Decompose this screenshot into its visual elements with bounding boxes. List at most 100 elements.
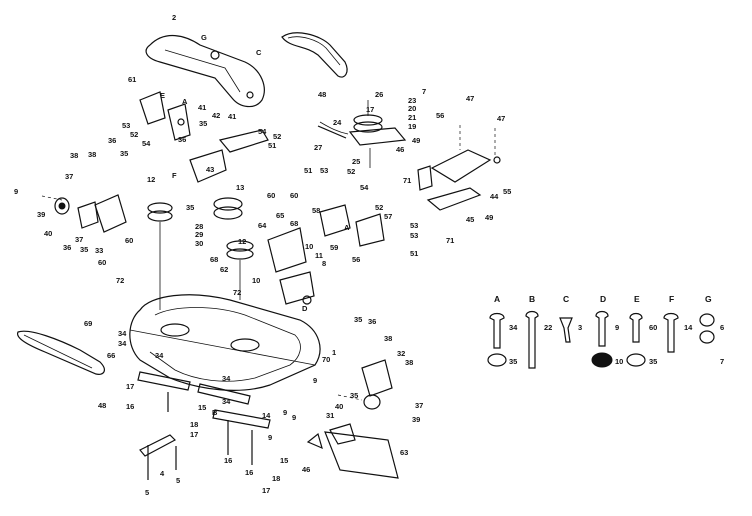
callout-label: 68 xyxy=(210,255,218,264)
callout-label: 19 xyxy=(408,122,416,131)
callout-label: 60 xyxy=(98,258,106,267)
callout-label: 24 xyxy=(333,118,342,127)
callout-label: 9 xyxy=(14,187,18,196)
hardware-key-drawings xyxy=(487,310,715,369)
callout-label: 11 xyxy=(315,251,323,260)
callout-label: 29 xyxy=(195,230,203,239)
callout-label: 34 xyxy=(118,329,127,338)
callout-label: 54 xyxy=(258,127,267,136)
callout-label: 34 xyxy=(222,397,231,406)
key-part-number: 9 xyxy=(615,323,619,332)
callout-label: 17 xyxy=(190,430,198,439)
callout-label: A xyxy=(182,97,188,106)
callout-label: 37 xyxy=(65,172,73,181)
callout-label: 35 xyxy=(350,391,358,400)
left-end-bracket xyxy=(41,194,127,233)
callout-label: 54 xyxy=(142,139,151,148)
callout-label: 21 xyxy=(408,113,416,122)
callout-label: 14 xyxy=(262,411,271,420)
key-letter: F xyxy=(669,294,674,304)
callout-label: 70 xyxy=(322,355,330,364)
callout-label: 34 xyxy=(155,351,164,360)
callout-label: 35 xyxy=(186,203,194,212)
callout-label: 34 xyxy=(222,374,231,383)
callout-label: 23 xyxy=(408,96,416,105)
callout-label: 53 xyxy=(122,121,130,130)
callout-label: 37 xyxy=(415,401,423,410)
callout-label: 36 xyxy=(368,317,376,326)
callout-label: 25 xyxy=(352,157,360,166)
callout-label: 57 xyxy=(384,212,392,221)
belt-top xyxy=(281,32,348,78)
callout-label: 47 xyxy=(497,114,505,123)
callout-label: 12 xyxy=(147,175,155,184)
callout-label: 49 xyxy=(412,136,420,145)
key-part-number: 3 xyxy=(578,323,582,332)
callout-label: 10 xyxy=(252,276,260,285)
callout-label: 61 xyxy=(128,75,136,84)
callout-label: 16 xyxy=(126,402,134,411)
callout-label: 51 xyxy=(410,249,418,258)
callout-label: E xyxy=(160,91,165,100)
callout-label: 51 xyxy=(268,141,276,150)
callout-label: 38 xyxy=(88,150,96,159)
callout-label: 72 xyxy=(233,288,241,297)
key-part-number: 6 xyxy=(720,323,724,332)
callout-label: 33 xyxy=(95,246,103,255)
callout-label: 27 xyxy=(314,143,322,152)
callout-label: 56 xyxy=(436,111,444,120)
callout-label: 9 xyxy=(292,413,296,422)
callout-label: 4 xyxy=(160,469,165,478)
callout-label: 17 xyxy=(126,382,134,391)
callout-label: 60 xyxy=(125,236,133,245)
callout-label: 16 xyxy=(245,468,253,477)
callout-label: D xyxy=(302,304,308,313)
key-nut-number: 35 xyxy=(649,357,657,366)
callout-label: 52 xyxy=(130,130,138,139)
callout-label: 60 xyxy=(290,191,298,200)
callout-label: 35 xyxy=(80,245,88,254)
callout-label: 18 xyxy=(272,474,280,483)
key-nut-number: 35 xyxy=(509,357,517,366)
callout-label: 49 xyxy=(485,213,493,222)
callout-label: 9 xyxy=(268,433,272,442)
callout-label: 46 xyxy=(302,465,310,474)
callout-label: 36 xyxy=(108,136,116,145)
callout-label: 52 xyxy=(375,203,383,212)
key-letter: C xyxy=(563,294,569,304)
key-part-number: 22 xyxy=(544,323,552,332)
callout-label: 35 xyxy=(120,149,128,158)
callout-label: 38 xyxy=(384,334,392,343)
key-part-number: 34 xyxy=(509,323,518,332)
callout-label: 52 xyxy=(347,167,355,176)
bolts xyxy=(147,392,253,480)
callout-label: G xyxy=(201,33,207,42)
callout-label: 15 xyxy=(280,456,288,465)
callout-label: 69 xyxy=(84,319,92,328)
callout-label: 46 xyxy=(396,145,404,154)
callout-label: 56 xyxy=(352,255,360,264)
left-upper-brackets xyxy=(139,91,269,183)
callout-label: 40 xyxy=(335,402,343,411)
callout-label: 20 xyxy=(408,104,416,113)
callout-label: 10 xyxy=(305,242,313,251)
callout-label: 42 xyxy=(212,111,220,120)
callout-label: 72 xyxy=(116,276,124,285)
callout-label: 71 xyxy=(403,176,411,185)
spindle-pulleys xyxy=(147,197,254,310)
callout-label: 16 xyxy=(224,456,232,465)
callout-label: 18 xyxy=(190,420,198,429)
callout-label: 30 xyxy=(195,239,203,248)
callout-label: 63 xyxy=(400,448,408,457)
callout-label: 51 xyxy=(304,166,312,175)
callout-label: 48 xyxy=(98,401,106,410)
callout-label: 53 xyxy=(410,221,418,230)
key-part-number: 60 xyxy=(649,323,657,332)
callout-label: 65 xyxy=(276,211,284,220)
callout-label: 26 xyxy=(375,90,383,99)
callout-label: 17 xyxy=(366,105,374,114)
callout-label: 36 xyxy=(178,135,186,144)
callout-label: 2 xyxy=(172,13,176,22)
callout-label: 47 xyxy=(466,94,474,103)
